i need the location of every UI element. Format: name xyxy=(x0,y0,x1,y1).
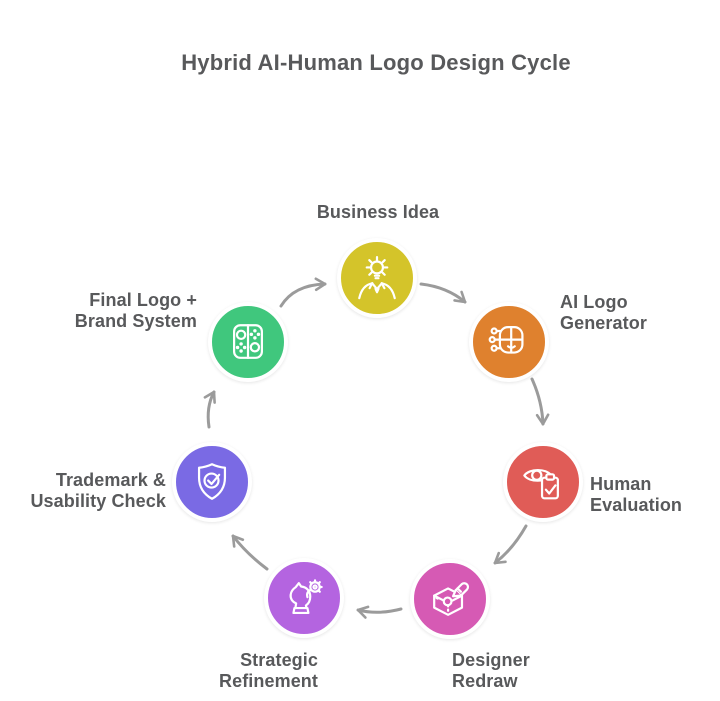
page-title: Hybrid AI-Human Logo Design Cycle xyxy=(181,50,571,75)
label-line: Generator xyxy=(560,313,647,333)
chess-knight-gear-icon xyxy=(289,579,323,615)
node-final-logo-brand-system xyxy=(208,302,288,382)
arrow-finallogo-to-businessidea xyxy=(279,277,327,308)
label-strategic-refinement: Strategic Refinement xyxy=(219,650,318,692)
node-business-idea xyxy=(337,238,417,318)
label-trademark-usability-check: Trademark & Usability Check xyxy=(30,470,166,512)
node-human-evaluation xyxy=(503,442,583,522)
label-line: Brand System xyxy=(74,311,197,331)
node-designer-redraw xyxy=(410,559,490,639)
label-human-evaluation: Human Evaluation xyxy=(590,474,682,516)
node-trademark-usability-check xyxy=(172,442,252,522)
label-line: Evaluation xyxy=(590,495,683,515)
label-line: Redraw xyxy=(452,671,518,691)
node-strategic-refinement xyxy=(264,558,344,638)
label-ai-logo-generator: AI Logo Generator xyxy=(560,292,647,334)
idea-person-icon xyxy=(358,256,396,300)
label-line: Refinement xyxy=(218,671,318,691)
label-line: Final Logo + xyxy=(89,290,197,310)
cube-pencil-icon xyxy=(433,582,470,616)
shield-check-icon xyxy=(197,463,227,500)
label-business-idea: Business Idea xyxy=(278,202,478,223)
label-line: Designer xyxy=(452,650,530,670)
label-line: AI Logo xyxy=(560,292,628,312)
arrow-designer-to-strategic xyxy=(356,605,403,619)
arrow-humaneval-to-designer xyxy=(493,524,528,565)
label-final-logo-brand-system: Final Logo + Brand System xyxy=(75,290,197,332)
arrow-ailogo-to-humaneval xyxy=(530,377,550,426)
label-line: Human xyxy=(590,474,652,494)
label-line: Usability Check xyxy=(30,491,166,511)
arrow-trademark-to-finallogo xyxy=(203,390,216,429)
arrow-businessidea-to-ailogo xyxy=(419,282,467,304)
arrow-strategic-to-trademark xyxy=(231,534,269,571)
ai-head-circuit-icon xyxy=(488,326,524,354)
label-line: Business Idea xyxy=(316,202,440,222)
controller-switch-icon xyxy=(233,324,263,359)
label-line: Strategic xyxy=(240,650,318,670)
node-ai-logo-generator xyxy=(469,302,549,382)
label-line: Trademark & xyxy=(55,470,166,490)
eye-clipboard-check-icon xyxy=(523,468,559,500)
label-designer-redraw: Designer Redraw xyxy=(452,650,530,692)
